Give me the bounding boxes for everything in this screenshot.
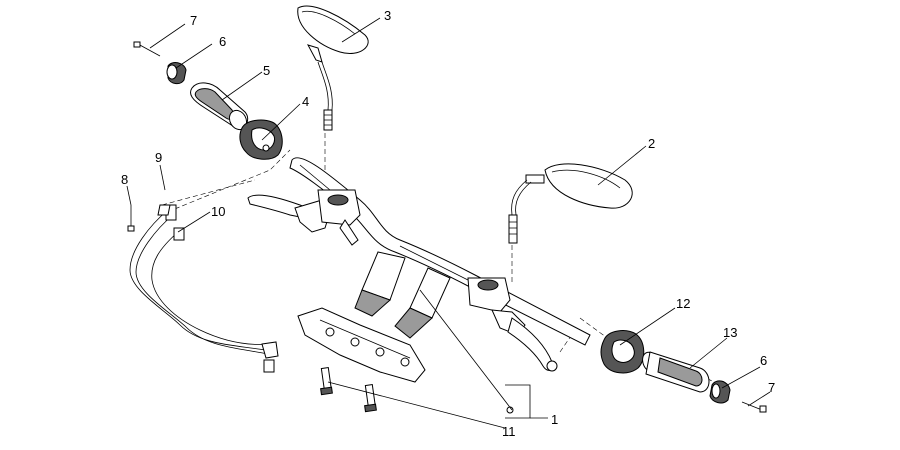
riser-bolts: [320, 366, 514, 414]
left-bar-end: [133, 41, 187, 85]
callout-11: 11: [502, 424, 516, 439]
group-bracket: [505, 384, 548, 419]
callout-2: 2: [648, 136, 655, 151]
callout-8: 8: [121, 172, 128, 187]
callout-9: 9: [155, 150, 162, 165]
cables: [129, 204, 279, 373]
callout-10: 10: [211, 204, 225, 219]
callout-7-right: 7: [768, 380, 775, 395]
callout-6-left: 6: [219, 34, 226, 49]
right-switch-housing: [600, 330, 645, 374]
callout-7-left: 7: [190, 13, 197, 28]
callout-labels: 1 2 3 4 5 6 6 7 7 8 9 10 11 12 13: [121, 8, 775, 439]
callout-5: 5: [263, 63, 270, 78]
right-bar-end: [709, 380, 767, 413]
callout-12: 12: [676, 296, 690, 311]
handlebar-risers: [354, 251, 451, 339]
leader-lines: [126, 17, 771, 429]
callout-13: 13: [723, 325, 737, 340]
right-grip: [642, 351, 710, 393]
callout-6-right: 6: [760, 353, 767, 368]
left-clutch-assembly: [247, 189, 361, 246]
mirror-upper: [297, 5, 369, 131]
callout-4: 4: [302, 94, 309, 109]
right-brake-assembly: [467, 277, 558, 372]
mirror-right: [508, 163, 633, 244]
callout-3: 3: [384, 8, 391, 23]
small-screws: [127, 204, 171, 232]
callout-1: 1: [551, 412, 558, 427]
lower-clamp: [297, 307, 426, 383]
left-switch-housing: [239, 119, 283, 160]
left-grip: [190, 82, 249, 131]
